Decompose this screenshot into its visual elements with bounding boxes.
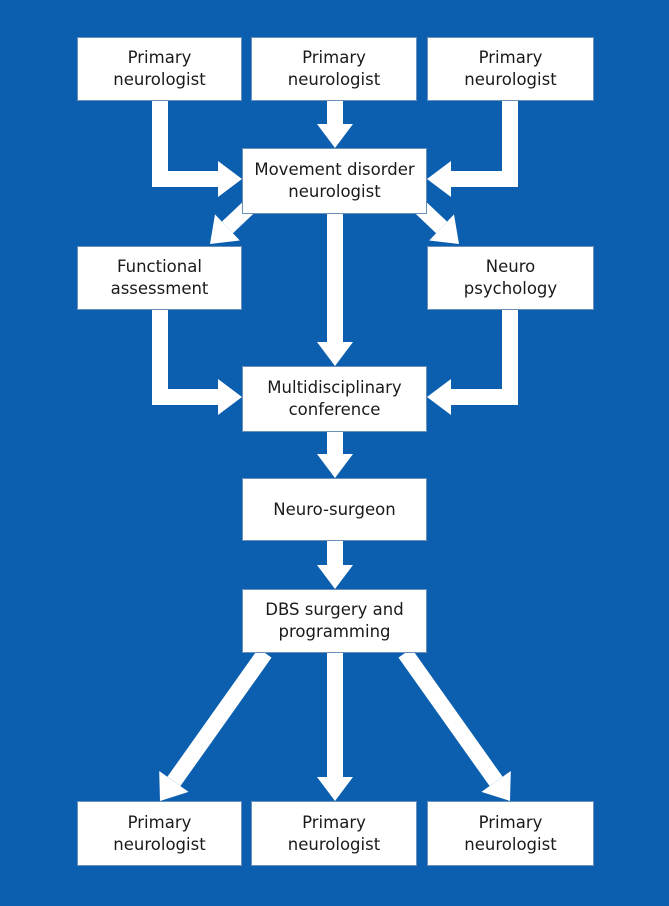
primary-neurologist-top-right: Primary neurologist — [427, 37, 594, 101]
arrow-conference-to-surgeon — [317, 432, 353, 478]
node-label: Neuro psychology — [463, 257, 558, 298]
arrow-functional-to-conference — [152, 310, 242, 415]
multidisciplinary-conference-box: Multidisciplinary conference — [242, 366, 427, 432]
primary-neurologist-top-left: Primary neurologist — [77, 37, 242, 101]
node-label: Multidisciplinary conference — [267, 378, 402, 419]
arrow-top-center-to-mdn — [317, 101, 353, 148]
node-label: Primary neurologist — [113, 812, 206, 854]
node-label: DBS surgery and programming — [265, 600, 404, 641]
node-label: Primary neurologist — [113, 48, 206, 89]
arrow-top-left-to-mdn — [152, 101, 242, 197]
arrow-mdn-to-conference — [317, 214, 353, 366]
arrow-surgeon-to-dbs — [317, 541, 353, 589]
neurosurgeon-box: Neuro-surgeon — [242, 478, 427, 541]
node-label: Primary neurologist — [287, 812, 381, 854]
arrow-dbs-to-bottom-center — [317, 653, 353, 801]
primary-neurologist-bottom-center: Primary neurologist — [251, 801, 417, 866]
primary-neurologist-bottom-right: Primary neurologist — [427, 801, 594, 866]
arrow-dbs-to-bottom-left — [159, 648, 272, 801]
node-label: Movement disorder neurologist — [254, 160, 415, 201]
primary-neurologist-bottom-left: Primary neurologist — [77, 801, 242, 866]
arrow-dbs-to-bottom-right — [398, 648, 511, 801]
primary-neurologist-top-center: Primary neurologist — [251, 37, 417, 101]
node-label: Primary neurologist — [464, 812, 557, 854]
arrow-neuropsych-to-conference — [427, 310, 518, 415]
functional-assessment-box: Functional assessment — [77, 246, 242, 310]
node-label: Primary neurologist — [464, 48, 557, 89]
node-label: Neuro-surgeon — [273, 499, 396, 519]
dbs-surgery-programming-box: DBS surgery and programming — [242, 589, 427, 653]
arrow-top-right-to-mdn — [427, 101, 518, 197]
movement-disorder-neurologist-box: Movement disorder neurologist — [242, 148, 427, 214]
neuropsychology-box: Neuro psychology — [427, 246, 594, 310]
node-label: Functional assessment — [110, 257, 209, 298]
node-label: Primary neurologist — [287, 48, 381, 89]
